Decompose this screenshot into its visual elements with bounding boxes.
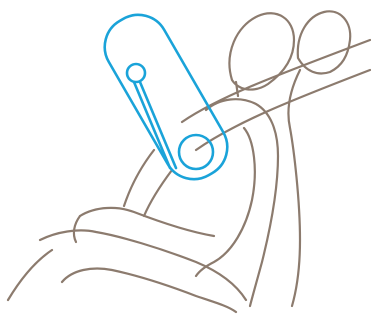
headrest-post	[234, 80, 240, 98]
rear-seat-outline	[287, 10, 352, 308]
seat-cushion-edge	[6, 248, 54, 302]
adjuster-rail-right	[138, 80, 178, 170]
seat-side-bolster	[72, 214, 82, 244]
belt-crossing-upper	[122, 148, 156, 208]
belt-crossing-lower	[142, 168, 174, 218]
adjuster-rail-housing	[103, 13, 229, 181]
front-seatback-outer	[204, 98, 280, 308]
belt-height-adjuster	[103, 13, 229, 181]
front-headrest	[228, 12, 296, 91]
seat-cushion-front	[38, 229, 248, 302]
shoulder-belt-lower	[194, 68, 371, 152]
seat-cushion-top	[78, 206, 216, 238]
seat-cushion-lower	[60, 267, 238, 314]
rear-seatback	[287, 68, 302, 308]
front-seatback-inner	[194, 126, 256, 278]
shoulder-belt-upper	[180, 38, 371, 124]
adjuster-top-bolt	[125, 62, 147, 84]
adjuster-rail-left	[132, 80, 172, 170]
seat-belt	[122, 38, 371, 218]
adjuster-anchor-ring	[177, 133, 215, 171]
rear-headrest	[296, 10, 352, 75]
front-seat-outline	[6, 12, 296, 314]
